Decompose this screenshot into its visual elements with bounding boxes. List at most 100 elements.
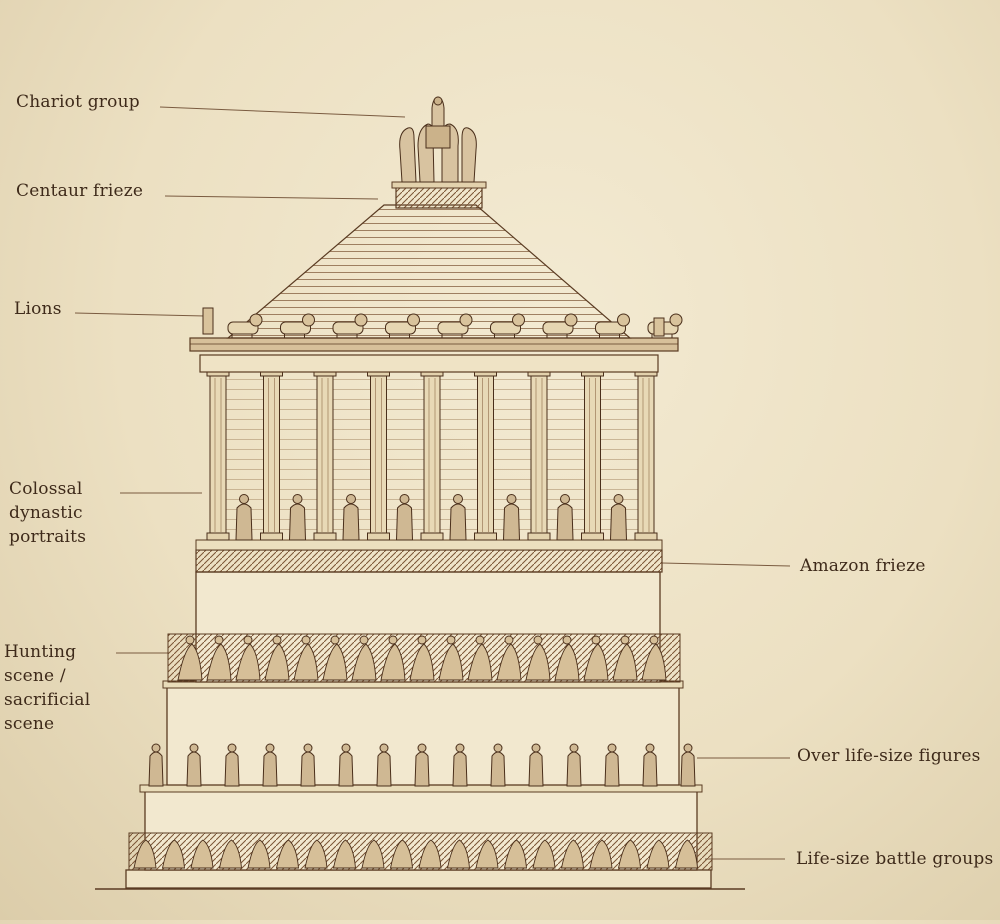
hunting-figure [438,635,464,681]
hunting-figure [206,635,232,681]
base-plinth [125,869,712,889]
column [581,369,604,541]
charioteer-head [433,96,443,106]
standing-figure [338,743,354,787]
standing-figure [186,743,202,787]
standing-figure [224,743,240,787]
lion [227,313,263,338]
architrave [199,354,659,373]
top-platform-cap [391,181,487,189]
standing-figure [642,743,658,787]
lion [595,313,630,338]
column [474,369,497,541]
battle-figure [589,839,613,869]
lion [385,313,420,338]
hunting-figure [177,635,203,681]
portrait-statue [342,494,360,541]
battle-figure [674,839,698,869]
hunting-figure [641,635,667,681]
column [420,369,444,541]
battle-figure [361,839,385,869]
leader-lines [74,106,791,860]
battle-figure [190,839,214,869]
label-lions: Lions [14,299,62,319]
colonnade [206,369,658,541]
label-colossal-portraits: Colossal dynastic portraits [9,479,87,547]
portrait-statue [235,494,253,541]
standing-figure [604,743,620,787]
standing-figure [528,743,544,787]
lion [332,313,368,338]
hunting-figure [583,635,609,681]
battle-figures [133,839,698,869]
horse-1 [399,127,417,183]
standing-figure [490,743,506,787]
battle-figure [646,839,670,869]
portrait-statue [288,494,307,541]
portrait-statue [502,494,521,541]
label-amazon-frieze: Amazon frieze [800,556,926,576]
amazon-frieze-band [195,549,663,573]
hunting-figure [409,635,435,681]
stylobate [195,539,663,551]
column [634,369,658,541]
battle-figure [475,839,499,869]
hunting-figures [177,635,667,681]
label-hunting-scene: Hunting scene / sacrificial scene [4,642,91,734]
battle-figure [503,839,527,869]
hunting-figure [264,635,290,681]
portrait-statue [449,494,467,541]
standing-figure [148,743,164,787]
battle-figure [304,839,328,869]
battle-figure [133,839,157,869]
battle-figure [275,839,299,869]
hunting-figure [496,635,522,681]
hunting-figure [380,635,406,681]
battle-figure [418,839,442,869]
standing-figure [680,743,696,787]
portrait-statue [556,494,574,541]
portrait-statue [395,494,414,541]
hunting-figure [351,635,377,681]
chariot-group [399,96,477,183]
leader-lions [74,312,206,317]
standing-figure [376,743,392,787]
standing-figure [414,743,430,787]
label-chariot-group: Chariot group [16,92,140,112]
hunting-figure [612,635,638,681]
standing-figure [566,743,582,787]
battle-figure [532,839,556,869]
battle-figure [617,839,641,869]
battle-figure [446,839,470,869]
hunting-figure [467,635,493,681]
column [260,369,283,541]
hunting-figure [293,635,319,681]
portrait-statues [235,494,628,541]
label-lifesize-battle-groups: Life-size battle groups [796,849,994,869]
leader-amazon [661,562,791,567]
lion [542,313,578,338]
hunting-figure [235,635,261,681]
column [367,369,390,541]
column [313,369,337,541]
label-centaur-frieze: Centaur frieze [16,181,144,201]
leader-chariot [159,106,406,118]
lion [647,313,683,338]
hunting-figure [554,635,580,681]
battle-figure [389,839,413,869]
lions-row [202,307,683,338]
battle-figure [560,839,584,869]
lion [280,313,315,338]
hunting-figure [525,635,551,681]
hunting-figure [322,635,348,681]
cornice [189,337,679,352]
label-over-lifesize-figures: Over life-size figures [797,746,981,766]
column [206,369,230,541]
acroterion-left [202,307,214,335]
lion [490,313,525,338]
battle-figure [161,839,185,869]
column [527,369,551,541]
leader-centaur [164,195,379,200]
